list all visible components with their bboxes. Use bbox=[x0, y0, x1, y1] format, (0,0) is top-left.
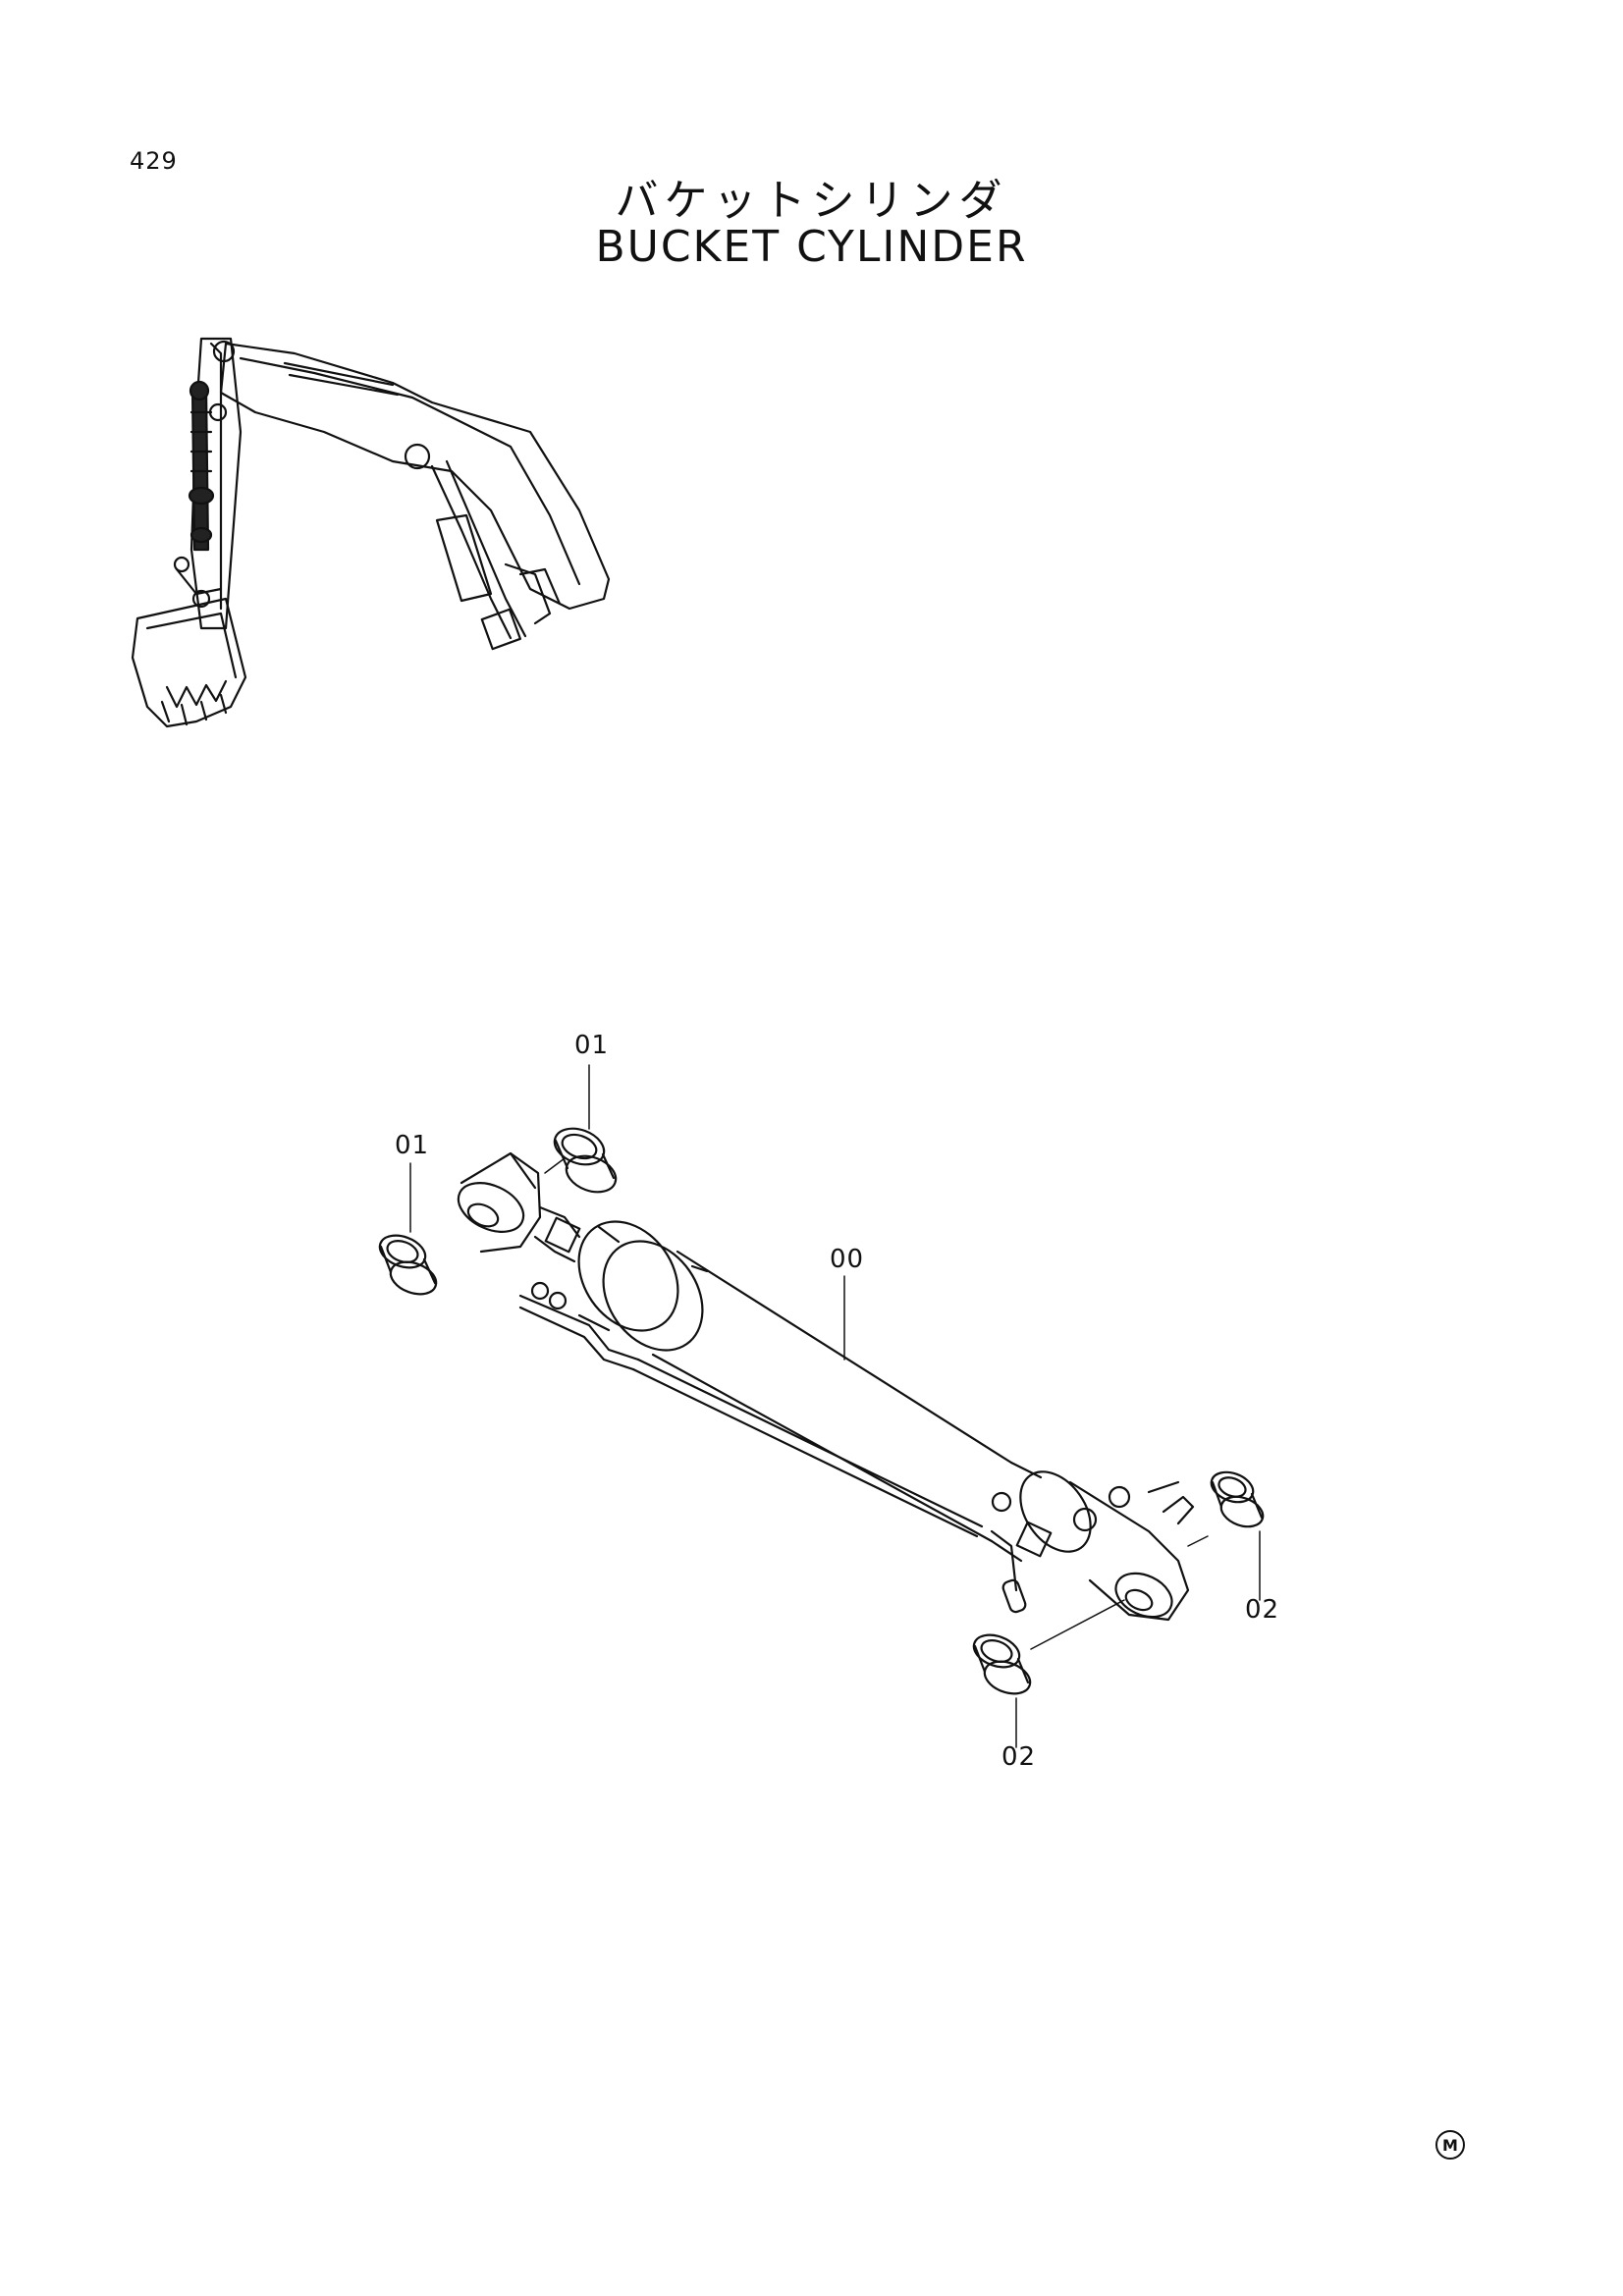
bushing-01-left bbox=[378, 1234, 438, 1296]
bushing-02-bottom bbox=[972, 1633, 1032, 1695]
callout-01-left: 01 bbox=[395, 1131, 430, 1160]
page-number: 429 bbox=[130, 147, 178, 175]
title-japanese: バケットシリンダ bbox=[615, 176, 1008, 226]
m-circle-mark: M bbox=[1435, 2130, 1465, 2160]
callout-02-right: 02 bbox=[1245, 1595, 1280, 1625]
callout-01-top: 01 bbox=[574, 1031, 610, 1060]
callout-02-bottom: 02 bbox=[1001, 1742, 1037, 1772]
excavator-arm-locator bbox=[131, 337, 611, 728]
bushing-02-right bbox=[1210, 1470, 1265, 1528]
bucket-cylinder-assembly bbox=[457, 1151, 1195, 1622]
callout-00: 00 bbox=[830, 1245, 865, 1274]
title-english: BUCKET CYLINDER bbox=[595, 222, 1028, 272]
leader-lines bbox=[409, 1064, 1261, 1748]
bushing-01-top bbox=[553, 1127, 618, 1194]
